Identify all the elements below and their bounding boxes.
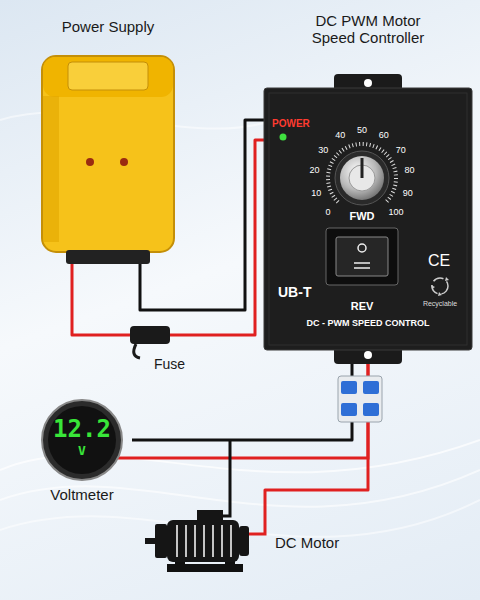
- speed-controller: DC PWM Motor Speed ControllerPOWER FWD UB-…: [264, 12, 472, 364]
- motor-body: [167, 520, 239, 562]
- dial-number: 60: [379, 131, 389, 140]
- voltmeter-gauge: [42, 400, 122, 480]
- dial-number: 0: [326, 207, 331, 216]
- rocker: [336, 237, 388, 276]
- dial-number: 50: [357, 126, 367, 135]
- fuse-cap-strap: [134, 344, 140, 358]
- wire: [229, 440, 232, 500]
- node-text: V: [78, 444, 86, 459]
- adapter-base: [66, 250, 150, 264]
- node-text: REV: [351, 300, 374, 313]
- connector-body: [338, 376, 382, 422]
- motor-end-cap: [239, 526, 249, 556]
- node-text: Recyclable: [423, 300, 457, 308]
- gauge-bezel: [42, 400, 122, 480]
- knob-ring: [335, 151, 389, 205]
- motor-fins: [177, 525, 231, 557]
- rocker-switch: [326, 228, 398, 285]
- switch-symbol: [354, 263, 370, 268]
- fuse-holder: [130, 326, 170, 344]
- dial-number: 70: [396, 145, 406, 154]
- dial-number: 20: [310, 166, 320, 175]
- knob: [340, 156, 384, 200]
- gauge-face: [48, 406, 116, 474]
- power-supply: Power Supply: [28, 18, 188, 273]
- recycle-arrows: [431, 277, 449, 296]
- adapter-top: [43, 57, 173, 97]
- voltmeter: 12.2V Voltmeter: [32, 400, 132, 506]
- dial-number: 100: [388, 207, 403, 216]
- node-text: 12.2: [53, 416, 111, 444]
- node-text: Fuse: [154, 356, 185, 372]
- fuse-symbol: [110, 326, 190, 358]
- adapter-dot: [86, 158, 94, 166]
- controller-panel: [264, 74, 472, 364]
- dial-number: 10: [311, 188, 321, 197]
- dial-number: 90: [403, 188, 413, 197]
- node-text: UB-T: [278, 284, 311, 300]
- node-text: Power Supply: [62, 18, 155, 35]
- wire: [190, 140, 264, 335]
- mount-hole: [364, 79, 372, 87]
- fuse: Fuse: [110, 322, 190, 378]
- panel-face: [264, 88, 472, 350]
- wire: [71, 264, 74, 273]
- motor-symbol: [145, 500, 265, 572]
- dc-motor: DC Motor: [145, 500, 345, 576]
- wire: [132, 364, 352, 440]
- connector-lever: [363, 381, 379, 394]
- battery-adapter: [42, 56, 174, 273]
- wire: [249, 500, 265, 534]
- node-text: DC PWM Motor Speed Controller: [302, 12, 434, 47]
- wire: [117, 364, 368, 458]
- adapter-latch: [68, 62, 148, 90]
- dial-number: 80: [404, 166, 414, 175]
- wire: [139, 264, 142, 273]
- dial-number: 40: [335, 131, 345, 140]
- wire: [265, 364, 368, 500]
- connector-lever: [363, 403, 379, 416]
- switch-symbol: [358, 244, 366, 252]
- node-text: CE: [428, 252, 450, 270]
- wire: [223, 500, 230, 516]
- dial-number: 30: [318, 145, 328, 154]
- motor-flange: [155, 524, 167, 558]
- panel-border: [269, 93, 467, 345]
- lever-connector: [338, 376, 382, 422]
- motor-shaft: [145, 538, 155, 544]
- node-text: FWD: [349, 210, 374, 223]
- wire: [72, 273, 110, 335]
- node-text: DC Motor: [275, 534, 339, 551]
- node-text: DC - PWM SPEED CONTROL: [307, 318, 430, 328]
- node-text: POWER: [272, 118, 310, 130]
- node-text: Voltmeter: [50, 486, 113, 503]
- knob-pointer: [361, 158, 364, 178]
- terminal-box: [197, 510, 223, 522]
- adapter-shade: [43, 96, 59, 242]
- mount-hole: [364, 351, 372, 359]
- adapter-dot: [120, 158, 128, 166]
- connector-lever: [341, 403, 357, 416]
- power-led: [280, 134, 287, 141]
- adapter-body: [42, 56, 174, 252]
- connector-lever: [341, 381, 357, 394]
